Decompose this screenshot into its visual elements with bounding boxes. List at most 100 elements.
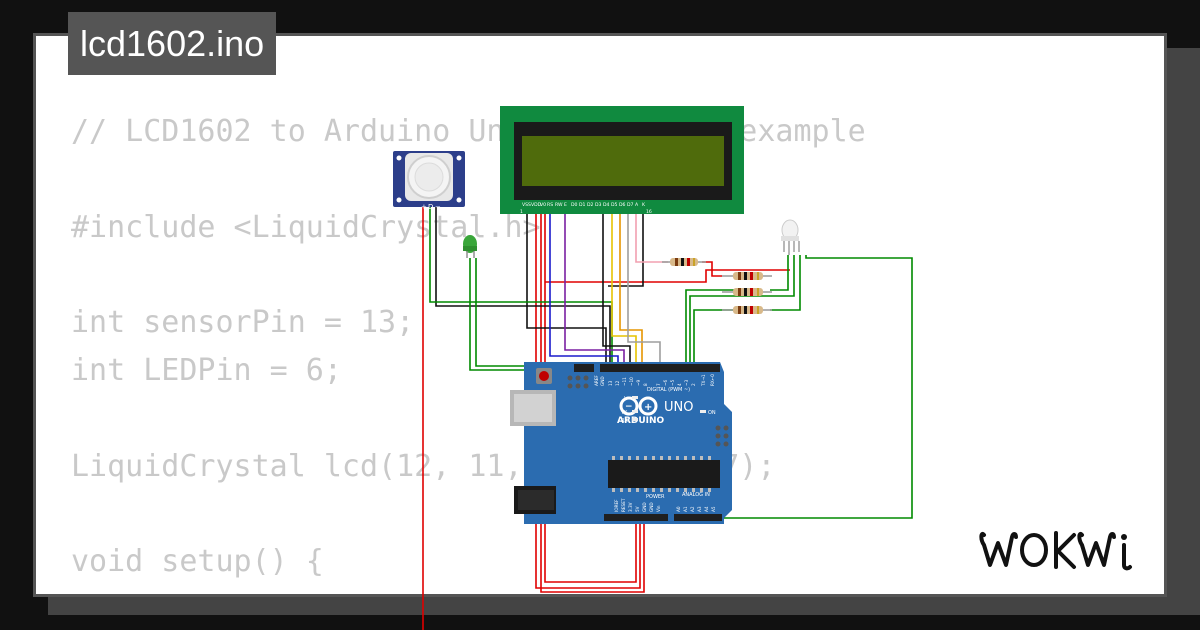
pin-label: 3.3V: [628, 502, 633, 512]
pir-pin-gnd: −: [435, 203, 441, 211]
pin-label: AREF: [594, 375, 599, 386]
code-line: int sensorPin = 13;: [71, 305, 415, 341]
lcd-1602[interactable]: VSS VDD V0 RS RW E D0 D1 D2 D3 D4 D5 D6 …: [500, 106, 744, 215]
pin-label: ~6: [663, 379, 668, 386]
pin-label: ~11: [622, 377, 627, 386]
lcd-pin-label: D3: [595, 202, 602, 208]
pin-label: Vin: [656, 505, 661, 512]
pin-label: IOREF: [614, 499, 619, 512]
resistors[interactable]: [662, 258, 772, 314]
lcd-pin-label: RW: [555, 202, 563, 208]
wire-rs: [549, 210, 619, 366]
lcd-pin-labels: VSS VDD V0 RS RW E D0 D1 D2 D3 D4 D5 D6 …: [520, 202, 652, 215]
wire-e: [564, 210, 625, 366]
lcd-pin-label: D7: [627, 202, 634, 208]
pin-label: A5: [711, 506, 716, 512]
lcd-pin-label: RS: [547, 202, 553, 208]
pin-label: ~3: [684, 379, 689, 386]
led-l-label: L: [624, 396, 627, 402]
wokwi-logo: [979, 531, 1132, 571]
lcd-pin-label: D0: [571, 202, 578, 208]
wire-green-rgb-a: [685, 289, 735, 366]
pin-label: 4: [677, 383, 682, 386]
pin-label: RESET: [621, 498, 626, 512]
resistor: [662, 258, 706, 266]
lcd-pin-last: 16: [646, 209, 652, 215]
resistor: [722, 272, 772, 280]
rgb-led[interactable]: [781, 219, 800, 255]
lcd-pin-label: D5: [611, 202, 618, 208]
wire-green-led: [469, 258, 536, 371]
wire-green-pir-out: [429, 202, 613, 366]
lcd-pin-label: K: [642, 202, 646, 208]
arduino-infinity-icon: [619, 396, 658, 416]
pin-label: A1: [683, 506, 688, 512]
code-line: #include <LiquidCrystal.h>: [71, 209, 541, 245]
project-title: lcd1602.ino: [68, 12, 277, 75]
pin-label: 13: [608, 380, 613, 386]
pin-label: GND: [642, 502, 647, 512]
pin-label: 2: [691, 383, 696, 386]
pin-label: GND: [600, 376, 605, 386]
green-led[interactable]: [463, 235, 477, 258]
pin-label: A2: [690, 506, 695, 512]
wire-black-pir-gnd: [435, 202, 611, 366]
lcd-pin-label: VDD: [531, 202, 542, 208]
lcd-pin-label: VSS: [522, 202, 531, 208]
wire-black-lcd-k: [608, 210, 644, 287]
lcd-pin-label: D6: [619, 202, 626, 208]
code-line: int LEDPin = 6;: [71, 352, 342, 388]
wire-green-rgb-e: [770, 255, 789, 291]
wire-green-rgb-c: [693, 309, 735, 366]
lcd-pin-label: V0: [540, 202, 546, 208]
lcd-pin-label: D1: [579, 202, 586, 208]
wire-red-res: [702, 261, 722, 277]
lcd-pin-first: 1: [520, 209, 523, 215]
svg-text:+: +: [644, 402, 652, 413]
power-label: POWER: [646, 494, 665, 500]
pin-label: GND: [649, 502, 654, 512]
pin-label: 12: [615, 380, 620, 386]
arduino-uno[interactable]: − + ARDUINO UNO DIGITAL (PWM ~) ANALOG I…: [510, 362, 732, 524]
wire-green-rgb-d: [770, 255, 801, 311]
wire-d7: [627, 210, 661, 366]
lcd-pin-label: E: [564, 202, 567, 208]
pin-label: A3: [697, 506, 702, 512]
lcd-pin-label: D4: [603, 202, 610, 208]
pir-pin-vcc: +: [421, 203, 427, 211]
led-tx-label: TX: [620, 410, 628, 416]
pin-label: ~9: [636, 379, 641, 386]
resistor: [722, 306, 772, 314]
wire-d4: [602, 210, 631, 366]
pin-label: TX→1: [701, 374, 706, 387]
wire-red-lcd-a: [545, 269, 790, 283]
digital-pin-labels: AREF GND 13 12 ~11 ~10 ~9 8 7 ~6 ~5 4 ~3…: [594, 374, 715, 387]
resistor: [722, 288, 772, 296]
pir-pin-data: D: [428, 203, 433, 211]
pir-sensor[interactable]: + D −: [393, 151, 465, 211]
pin-label: 8: [643, 383, 648, 386]
analog-pin-labels: A0 A1 A2 A3 A4 A5: [676, 506, 716, 512]
power-pin-labels: IOREF RESET 3.3V 5V GND GND Vin: [614, 498, 661, 512]
pin-label: 7: [656, 383, 661, 386]
code-line: pinMode(sensorPin, INPUT); // define dig…: [71, 586, 974, 594]
led-on-label: ON: [708, 410, 716, 416]
pin-label: A0: [676, 506, 681, 512]
wire-d6: [619, 210, 643, 366]
pin-label: ~10: [629, 377, 634, 386]
pin-label: 5V: [635, 506, 640, 512]
pin-label: A4: [704, 506, 709, 512]
led-rx-label: RX: [621, 418, 628, 424]
analog-label: ANALOG IN: [682, 492, 710, 498]
arduino-model: UNO: [664, 400, 693, 415]
digital-label: DIGITAL (PWM ~): [647, 387, 690, 393]
lcd-pin-label: A: [635, 202, 639, 208]
pin-label: RX←0: [710, 374, 715, 386]
wire-green-led-2: [475, 258, 534, 367]
wire-pink: [635, 210, 668, 263]
lcd-pin-label: D2: [587, 202, 594, 208]
arduino-logo-text: ARDUINO: [617, 416, 665, 426]
svg-text:−: −: [625, 402, 633, 412]
wire-black-lcd-vss: [526, 210, 607, 366]
